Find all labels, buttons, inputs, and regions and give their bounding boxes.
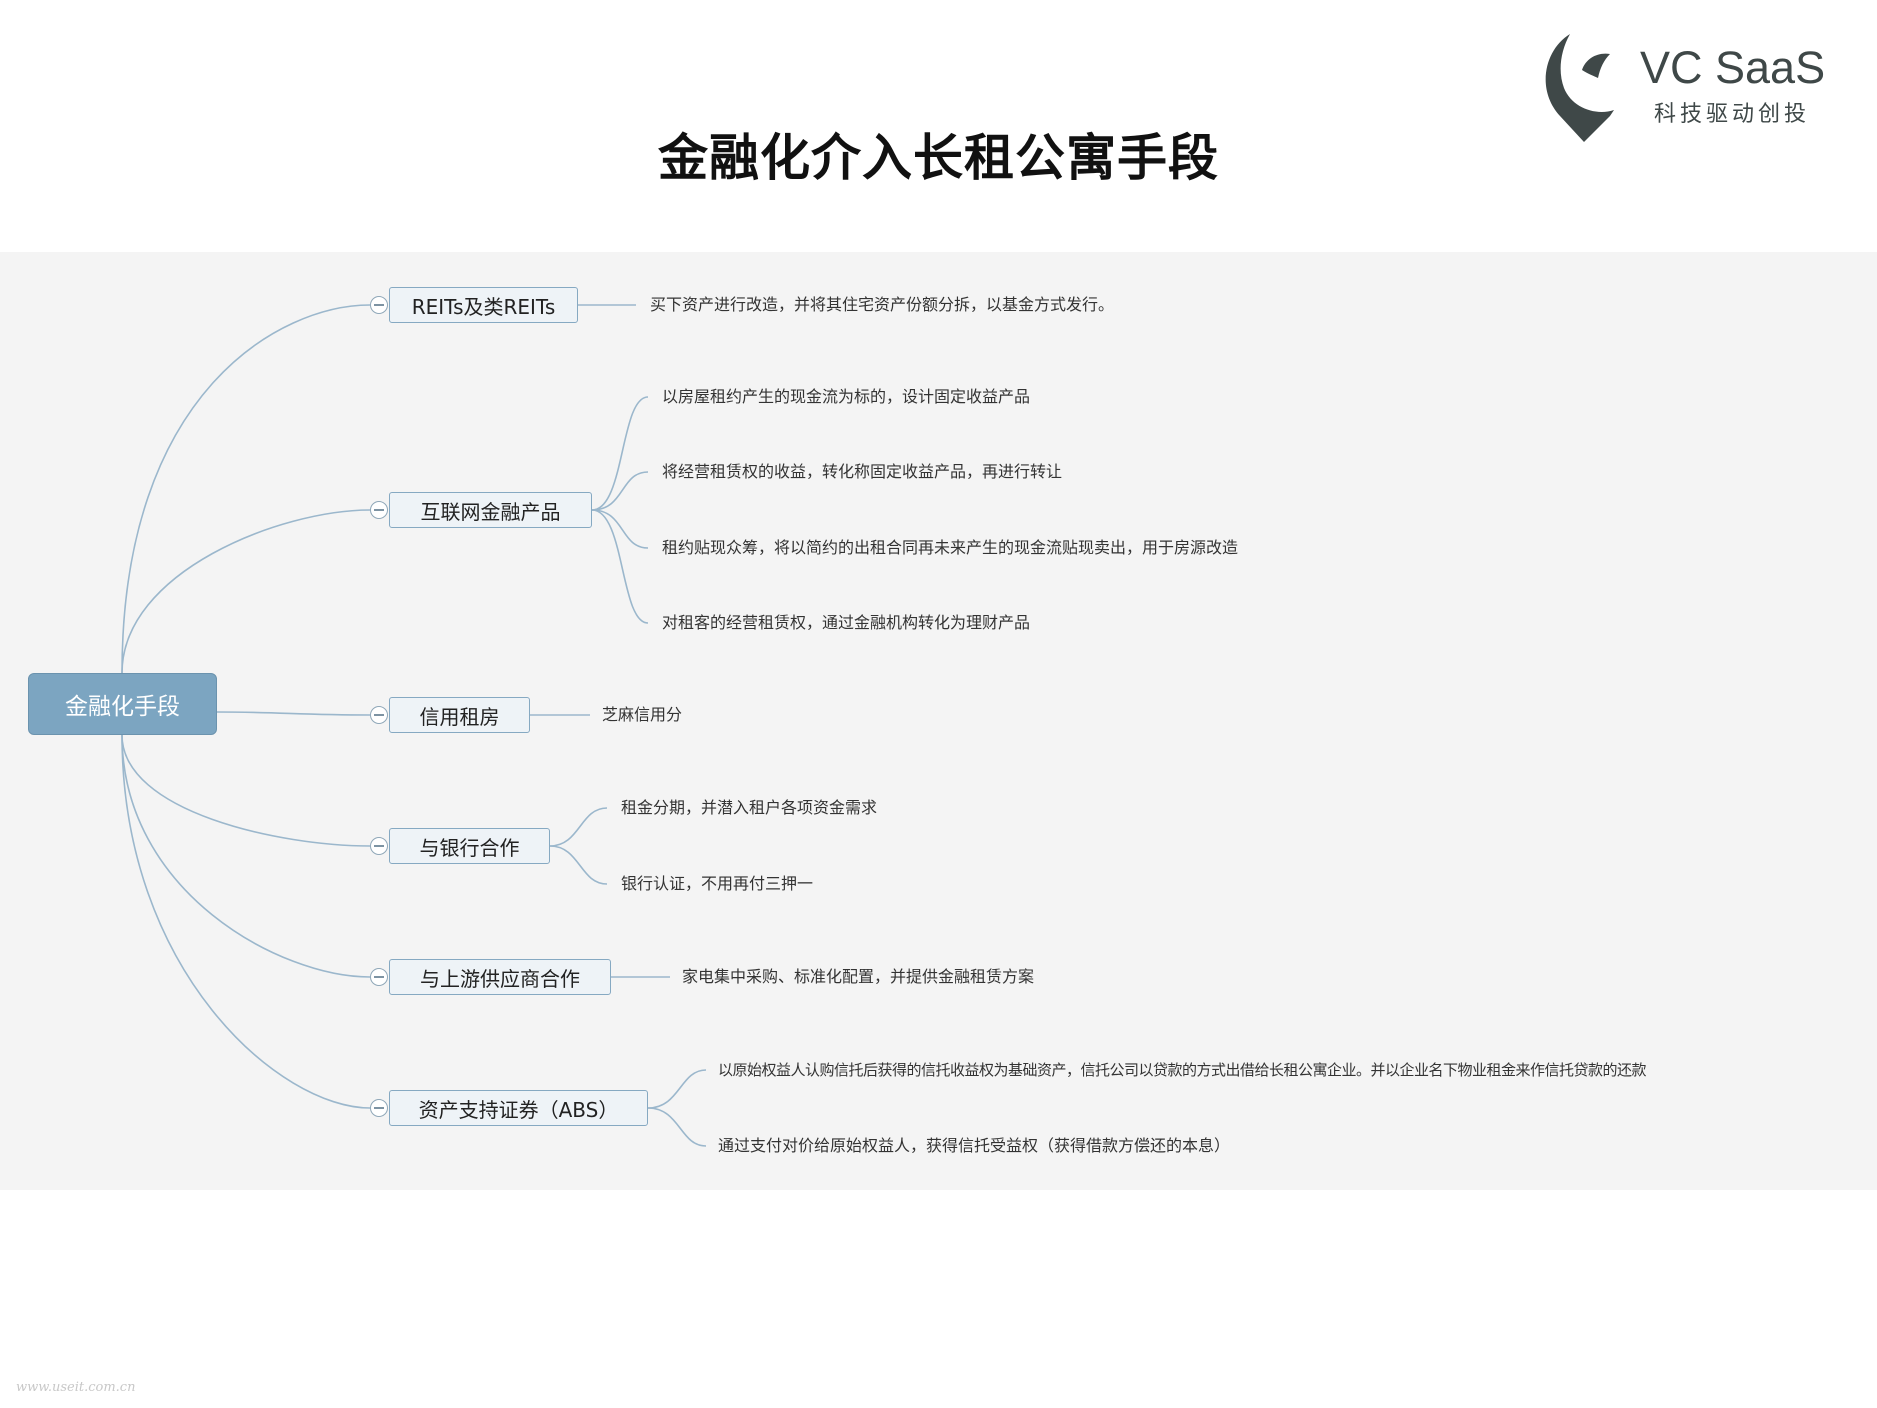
mindmap-panel: 金融化手段 REITs及类REITs 买下资产进行改造，并将其住宅资产份额分拆，… [0,252,1877,1190]
leaf-node: 租金分期，并潜入租户各项资金需求 [621,798,878,817]
logo-name: VC SaaS [1640,42,1826,93]
collapse-toggle-icon[interactable] [370,501,388,519]
branch-reits[interactable]: REITs及类REITs [389,287,578,323]
collapse-toggle-icon[interactable] [370,968,388,986]
logo-mark-icon [1545,34,1614,142]
collapse-toggle-icon[interactable] [370,837,388,855]
collapse-toggle-icon[interactable] [370,1099,388,1117]
watermark: www.useit.com.cn [16,1380,136,1395]
mindmap-connectors [121,304,707,1147]
branch-abs[interactable]: 资产支持证券（ABS） [389,1090,648,1126]
mindmap-root[interactable]: 金融化手段 [28,673,217,735]
leaf-node: 家电集中采购、标准化配置，并提供金融租赁方案 [682,967,1035,986]
branch-bank-cooperation[interactable]: 与银行合作 [389,828,550,864]
leaf-node: 芝麻信用分 [602,705,683,724]
leaf-node: 买下资产进行改造，并将其住宅资产份额分拆，以基金方式发行。 [650,295,1115,314]
page-title: 金融化介入长租公寓手段 [658,129,1219,187]
leaf-node: 通过支付对价给原始权益人，获得信托受益权（获得借款方偿还的本息） [718,1136,1231,1155]
leaf-node: 将经营租赁权的收益，转化称固定收益产品，再进行转让 [662,462,1063,481]
vc-saas-logo: VC SaaS 科技驱动创投 [1538,28,1838,148]
leaf-node: 银行认证，不用再付三押一 [621,874,814,893]
leaf-node: 以房屋租约产生的现金流为标的，设计固定收益产品 [662,387,1031,406]
collapse-toggle-icon[interactable] [370,706,388,724]
branch-internet-finance[interactable]: 互联网金融产品 [389,492,592,528]
leaf-node: 以原始权益人认购信托后获得的信托收益权为基础资产，信托公司以贷款的方式出借给长租… [718,1061,1647,1079]
branch-upstream-suppliers[interactable]: 与上游供应商合作 [389,959,611,995]
leaf-node: 对租客的经营租赁权，通过金融机构转化为理财产品 [662,613,1031,632]
leaf-node: 租约贴现众筹，将以简约的出租合同再未来产生的现金流贴现卖出，用于房源改造 [662,538,1239,557]
logo-tagline: 科技驱动创投 [1654,102,1811,127]
collapse-toggle-icon[interactable] [370,296,388,314]
branch-credit-rental[interactable]: 信用租房 [389,697,530,733]
